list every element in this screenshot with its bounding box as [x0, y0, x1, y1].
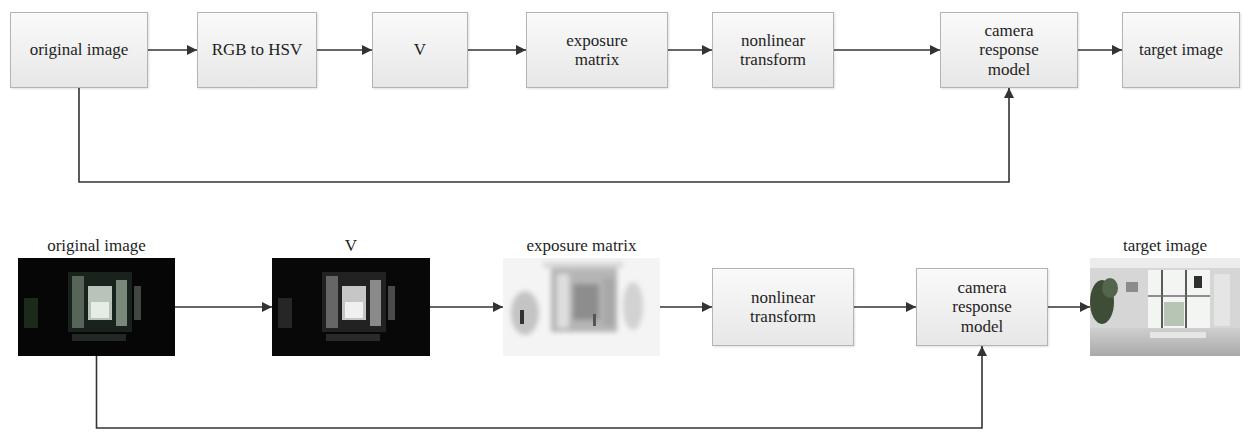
dark-photo-detail [68, 272, 132, 332]
process-box: original image [10, 12, 148, 88]
dark-photo-detail [134, 286, 141, 320]
enhanced-photo-detail [1148, 270, 1210, 328]
image-panel: V [272, 258, 430, 356]
dark-photo-detail [88, 286, 112, 320]
exposure-map-photo-detail-detail [543, 262, 623, 268]
flow-arrow [468, 49, 526, 51]
value-channel-photo-detail [345, 302, 363, 318]
value-channel-photo [272, 258, 430, 356]
value-channel-photo-detail [322, 272, 386, 332]
dark-photo-detail [91, 302, 109, 318]
text-block: target image [1123, 236, 1207, 255]
exposure-map-photo-detail [593, 314, 596, 326]
dark-photo-detail [24, 298, 38, 328]
enhanced-photo-detail [1102, 278, 1118, 298]
enhanced-photo-detail [1214, 274, 1230, 326]
process-box: camera response model [940, 12, 1078, 88]
dark-photo-detail [72, 334, 126, 341]
process-box: nonlinear transform [712, 268, 854, 346]
value-channel-photo-detail [326, 276, 338, 328]
process-box: target image [1122, 12, 1240, 88]
exposure-map-photo-detail [520, 310, 524, 324]
box-label: nonlinear transform [742, 288, 824, 326]
enhanced-photo-detail [1194, 276, 1202, 288]
box-label: RGB to HSV [212, 40, 303, 59]
flow-arrow [79, 88, 1009, 182]
process-box: exposure matrix [526, 12, 668, 88]
flow-arrow [1048, 306, 1090, 308]
text-block: V [345, 236, 357, 255]
box-label: target image [1139, 40, 1223, 59]
enhanced-photo-detail [1148, 295, 1210, 297]
value-channel-photo-detail [370, 280, 381, 326]
text-block: exposure matrix [527, 236, 637, 255]
exposure-map-photo-detail [503, 258, 660, 356]
flow-arrow [430, 306, 503, 308]
image-caption: V [345, 236, 357, 255]
text-block: V [414, 40, 426, 59]
enhanced-photo-detail [1164, 302, 1184, 326]
image-caption: exposure matrix [527, 236, 637, 255]
text-block: target image [1139, 40, 1223, 59]
image-panel: target image [1090, 258, 1240, 356]
flow-arrow [148, 49, 197, 51]
exposure-map-photo-detail-detail [511, 291, 539, 335]
exposure-map-photo-detail-detail [603, 278, 615, 326]
box-label: camera response model [942, 278, 1022, 335]
enhanced-photo-detail [1090, 258, 1240, 268]
image-panel: exposure matrix [503, 258, 660, 356]
exposure-map-photo-detail-detail [623, 282, 643, 330]
text-block: original image [47, 236, 146, 255]
text-block: nonlinear transform [732, 31, 814, 69]
flow-arrow [97, 346, 983, 428]
dark-photo-detail [116, 280, 127, 326]
process-box: RGB to HSV [197, 12, 317, 88]
enhanced-photo-detail [1090, 258, 1240, 356]
dark-photo [18, 258, 175, 356]
text-block: exposure matrix [557, 31, 637, 69]
box-label: nonlinear transform [732, 31, 814, 69]
image-caption: original image [47, 236, 146, 255]
process-box: nonlinear transform [712, 12, 834, 88]
value-channel-photo-detail [388, 286, 395, 320]
flow-arrow [668, 49, 712, 51]
text-block: RGB to HSV [212, 40, 303, 59]
exposure-map-photo-detail-detail [557, 274, 569, 328]
exposure-map-photo-detail [511, 262, 643, 335]
enhanced-photo-detail [1161, 270, 1163, 328]
dark-photo-detail [72, 276, 84, 328]
flow-arrow [1078, 49, 1122, 51]
flow-arrow [854, 306, 916, 308]
box-label: exposure matrix [557, 31, 637, 69]
flow-arrow [660, 306, 712, 308]
process-box: camera response model [916, 268, 1048, 346]
flow-arrow [834, 49, 940, 51]
value-channel-photo-detail [272, 258, 430, 356]
flow-arrow [175, 306, 272, 308]
enhanced-photo [1090, 258, 1240, 356]
process-box: V [372, 12, 468, 88]
text-block: nonlinear transform [742, 288, 824, 326]
value-channel-photo-detail [342, 286, 366, 320]
text-block: camera response model [942, 278, 1022, 335]
box-label: camera response model [969, 21, 1049, 78]
enhanced-photo-detail [1126, 282, 1138, 292]
enhanced-photo-detail [1185, 270, 1187, 328]
box-label: V [414, 40, 426, 59]
value-channel-photo-detail [326, 334, 380, 341]
text-block: camera response model [969, 21, 1049, 78]
dark-photo-detail [18, 258, 175, 356]
enhanced-photo-detail [1150, 332, 1206, 338]
text-block: original image [30, 40, 129, 59]
flow-arrow [317, 49, 372, 51]
enhanced-photo-detail [1090, 328, 1240, 356]
value-channel-photo-detail [278, 298, 292, 328]
image-caption: target image [1123, 236, 1207, 255]
image-panel: original image [18, 258, 175, 356]
exposure-map-photo-detail-detail [551, 268, 617, 332]
exposure-map-photo [503, 258, 660, 356]
box-label: original image [30, 40, 129, 59]
